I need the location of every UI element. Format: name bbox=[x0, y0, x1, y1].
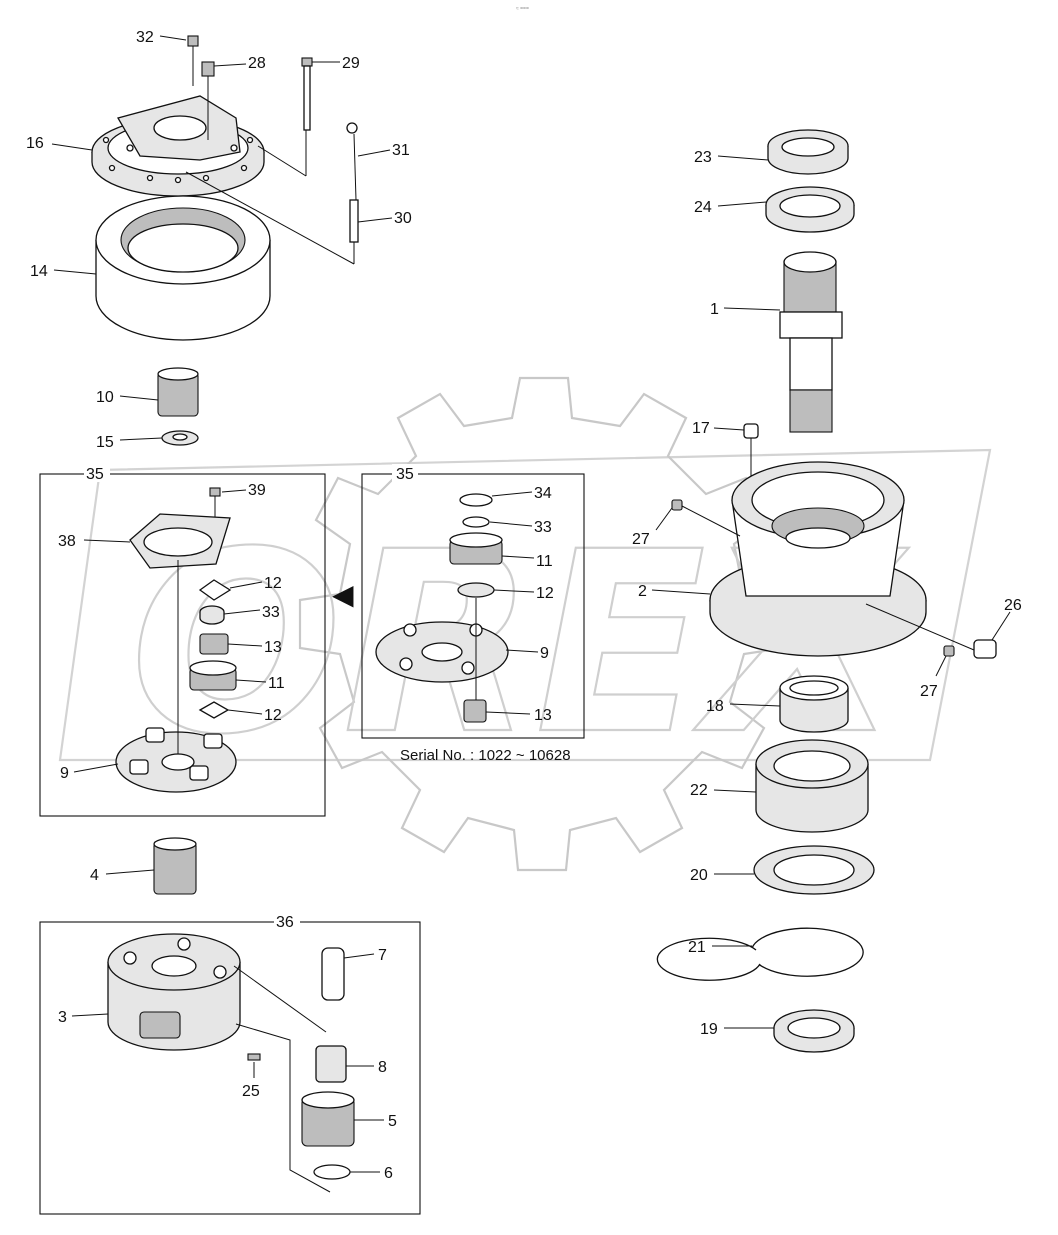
callout-13-a: 13 bbox=[264, 639, 282, 656]
callout-33-a: 33 bbox=[262, 604, 280, 621]
group-box-left bbox=[39, 473, 326, 817]
part-1-shaft bbox=[779, 251, 843, 433]
part-24-seal bbox=[765, 186, 855, 233]
callout-38: 38 bbox=[58, 533, 76, 550]
callout-34: 34 bbox=[534, 485, 552, 502]
part-22-bearing bbox=[755, 739, 869, 833]
callout-20: 20 bbox=[690, 867, 708, 884]
group-label-bg-middle bbox=[392, 464, 418, 482]
callout-25: 25 bbox=[242, 1083, 260, 1100]
callout-17: 17 bbox=[692, 420, 710, 437]
callout-12-c: 12 bbox=[536, 585, 554, 602]
part-4-sun-gear bbox=[153, 837, 197, 895]
part-11-planet-gear-b bbox=[449, 532, 503, 565]
part-7-pin bbox=[233, 947, 345, 1033]
callout-19: 19 bbox=[700, 1021, 718, 1038]
callout-12-b: 12 bbox=[264, 707, 282, 724]
part-25-key bbox=[235, 1023, 331, 1193]
part-20-plate bbox=[753, 845, 875, 895]
callout-16: 16 bbox=[26, 135, 44, 152]
part-34-snap-ring bbox=[459, 493, 493, 507]
part-38-plate bbox=[129, 513, 231, 569]
part-19-seal bbox=[773, 1009, 855, 1053]
callout-22: 22 bbox=[690, 782, 708, 799]
part-27-plug-b bbox=[943, 645, 955, 657]
callout-26: 26 bbox=[1004, 597, 1022, 614]
callout-33-b: 33 bbox=[534, 519, 552, 536]
callout-11-a: 11 bbox=[268, 675, 285, 692]
callout-11-b: 11 bbox=[536, 553, 553, 570]
callout-29: 29 bbox=[342, 55, 360, 72]
group-label-bg-left bbox=[84, 464, 110, 482]
callout-14: 14 bbox=[30, 263, 48, 280]
callout-13-b: 13 bbox=[534, 707, 552, 724]
callout-1: 1 bbox=[710, 301, 719, 318]
callout-27-b: 27 bbox=[920, 683, 938, 700]
part-21-snap-ring bbox=[656, 927, 864, 981]
callout-39: 39 bbox=[248, 482, 266, 499]
callout-9-a: 9 bbox=[60, 765, 69, 782]
callout-21: 21 bbox=[688, 939, 706, 956]
callout-18: 18 bbox=[706, 698, 724, 715]
part-18-collar bbox=[779, 675, 849, 733]
callout-5: 5 bbox=[388, 1113, 397, 1130]
callout-4: 4 bbox=[90, 867, 99, 884]
group-box-bottom bbox=[39, 921, 421, 1215]
callout-12-a: 12 bbox=[264, 575, 282, 592]
part-23-bearing bbox=[767, 129, 849, 175]
part-17-plug bbox=[743, 423, 759, 482]
group-label-bottom: 36 bbox=[276, 914, 294, 931]
part-27-plug-a bbox=[671, 499, 741, 537]
callout-24: 24 bbox=[694, 199, 712, 216]
callout-31: 31 bbox=[392, 142, 410, 159]
part-14-ring-gear bbox=[95, 195, 271, 341]
part-10-sun-gear bbox=[157, 367, 199, 417]
callout-23: 23 bbox=[694, 149, 712, 166]
callout-10: 10 bbox=[96, 389, 114, 406]
watermark-gear bbox=[58, 376, 992, 872]
part-33-bushing-a bbox=[199, 605, 225, 625]
part-11-planet-gear-a bbox=[189, 660, 237, 691]
callout-2: 2 bbox=[638, 583, 647, 600]
callout-9-b: 9 bbox=[540, 645, 549, 662]
part-33-bushing-b bbox=[462, 516, 490, 528]
callout-8: 8 bbox=[378, 1059, 387, 1076]
part-12-washer-c bbox=[457, 582, 495, 598]
part-30-dipstick bbox=[185, 171, 359, 265]
callout-7: 7 bbox=[378, 947, 387, 964]
group-box-middle bbox=[361, 473, 585, 739]
callout-28: 28 bbox=[248, 55, 266, 72]
part-2-housing bbox=[709, 461, 927, 657]
part-28-plug bbox=[201, 61, 215, 140]
callout-6: 6 bbox=[384, 1165, 393, 1182]
group-label-left: 35 bbox=[86, 466, 104, 483]
part-5-planet-gear bbox=[301, 1091, 355, 1147]
part-6-thrust-washer bbox=[313, 1164, 351, 1180]
serial-number-note: Serial No. : 1022 ~ 10628 bbox=[400, 747, 571, 764]
callout-32: 32 bbox=[136, 29, 154, 46]
group-label-middle: 35 bbox=[396, 466, 414, 483]
arrow-left-icon: ◀ bbox=[332, 578, 354, 611]
part-3-carrier bbox=[107, 933, 241, 1051]
part-15-washer bbox=[161, 430, 199, 446]
part-12-washer-a bbox=[198, 579, 232, 601]
part-8-bushing bbox=[315, 1045, 347, 1083]
part-32-bolt bbox=[187, 35, 199, 86]
callout-27-a: 27 bbox=[632, 531, 650, 548]
part-29-long-bolt bbox=[257, 57, 313, 177]
callout-30: 30 bbox=[394, 210, 412, 227]
part-13-needle-bearing-a bbox=[199, 633, 229, 655]
part-9-carrier-b bbox=[375, 621, 509, 683]
part-26-plug bbox=[865, 603, 997, 659]
callouts: 32 28 29 16 31 30 14 10 15 23 24 1 17 27… bbox=[26, 29, 1022, 1182]
part-31-dipstick-ring bbox=[346, 122, 358, 201]
callout-3: 3 bbox=[58, 1009, 67, 1026]
callout-15: 15 bbox=[96, 434, 114, 451]
group-label-bg-bottom bbox=[274, 912, 300, 930]
corner-mark: ≈ === bbox=[516, 6, 529, 12]
part-13-needle-bearing-b bbox=[463, 598, 487, 723]
part-16-cover bbox=[91, 95, 265, 197]
part-9-carrier-a bbox=[115, 560, 237, 793]
